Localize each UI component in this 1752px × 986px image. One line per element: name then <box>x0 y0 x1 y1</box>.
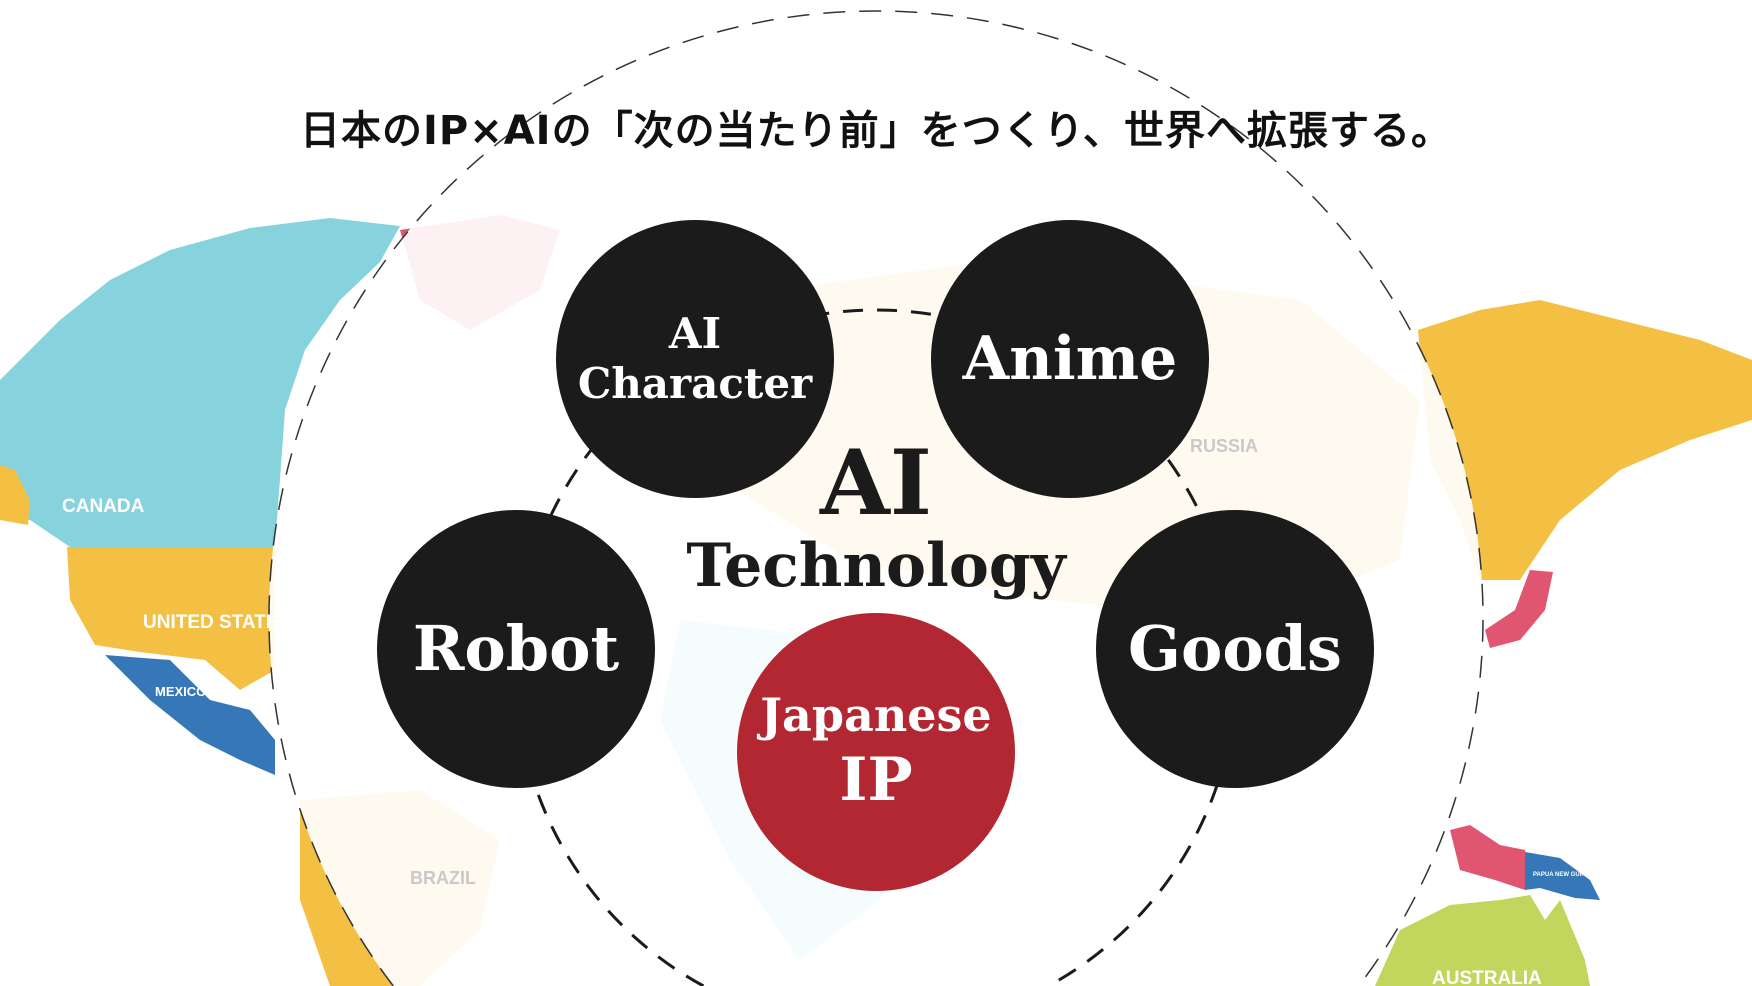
bubble-robot-label: Robot <box>412 611 620 685</box>
map-label-australia: AUSTRALIA <box>1432 968 1542 986</box>
australia-shape <box>1375 895 1590 986</box>
bubble-japanese-ip-line1: Japanese <box>760 688 992 743</box>
japan-shape <box>1485 570 1553 648</box>
map-label-japan: JAPAN <box>1540 627 1567 636</box>
center-technology: Technology <box>686 531 1066 601</box>
bubble-ai-character-line2: Character <box>577 359 813 408</box>
bubble-japanese-ip-line2: IP <box>839 744 913 815</box>
map-label-usa: UNITED STATES <box>143 612 291 633</box>
map-label-mexico: MEXICO <box>155 684 206 699</box>
alaska-shape <box>0 465 30 525</box>
bubble-goods-label: Goods <box>1128 611 1342 685</box>
map-label-brazil: BRAZIL <box>410 868 476 888</box>
center-ai: AI <box>820 430 932 536</box>
indonesia-shape <box>1450 825 1525 890</box>
headline: 日本のIP×AIの「次の当たり前」をつくり、世界へ拡張する。 <box>300 108 1452 154</box>
mexico-shape <box>105 655 275 775</box>
map-label-russia: RUSSIA <box>1190 436 1258 456</box>
canada-shape <box>0 218 400 547</box>
png-shape <box>1525 852 1600 900</box>
bubble-ai-character-line1: AI <box>668 308 722 358</box>
bubble-robot: Robot <box>377 510 655 788</box>
bubble-goods: Goods <box>1096 510 1374 788</box>
bubble-ai-character: AI Character <box>556 220 834 498</box>
bubble-anime: Anime <box>931 220 1209 498</box>
bubble-japanese-ip: Japanese IP <box>737 613 1015 891</box>
bubble-anime-label: Anime <box>962 324 1178 394</box>
map-label-png: PAPUA NEW GUINEA <box>1533 872 1595 878</box>
russia-shape <box>1418 300 1752 580</box>
outer-dashed-circle <box>268 10 1484 986</box>
usa-shape <box>67 547 275 690</box>
map-label-canada: CANADA <box>62 496 145 517</box>
